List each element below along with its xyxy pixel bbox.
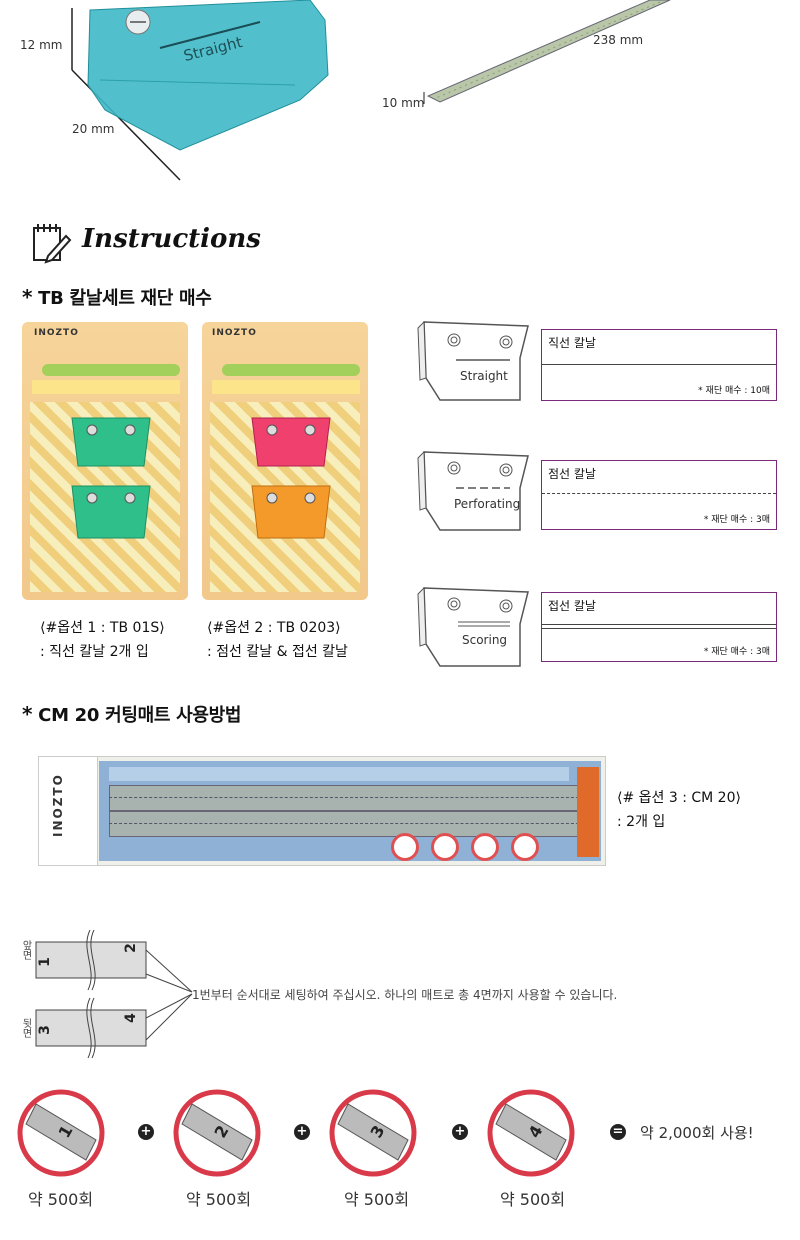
package-tb01s: INOZTO xyxy=(22,322,188,600)
blade-cut-count: * 재단 매수 : 3매 xyxy=(703,647,770,657)
asterisk-icon: * xyxy=(22,285,33,309)
cutting-mat-package: INOZTO xyxy=(38,756,606,866)
ruler-length: 238 mm xyxy=(593,33,644,47)
blade-cassette-illustration xyxy=(71,0,329,181)
mat-sides-diagram xyxy=(35,929,193,1059)
package2-caption: ⟨#옵션 2 : TB 0203⟩ : 점선 칼날 & 접선 칼날 xyxy=(207,616,348,664)
blade-label: Straight xyxy=(460,369,508,383)
package1-option: ⟨#옵션 1 : TB 01S⟩ xyxy=(40,620,165,636)
package-tb0203: INOZTO xyxy=(202,322,368,600)
blade-box-title: 직선 칼날 xyxy=(548,336,596,350)
mat-front-label: 앞면 xyxy=(20,940,31,960)
package-brand: INOZTO xyxy=(34,328,79,338)
package-brand: INOZTO xyxy=(212,328,257,338)
usage-circle-1 xyxy=(17,1089,105,1177)
package1-contents: : 직선 칼날 2개 입 xyxy=(40,644,149,660)
package2-contents: : 점선 칼날 & 접선 칼날 xyxy=(207,644,348,660)
blade-box-title: 점선 칼날 xyxy=(548,467,596,481)
plus-icon: + xyxy=(452,1124,468,1140)
blade-scoring-box: 접선 칼날 * 재단 매수 : 3매 xyxy=(541,592,777,662)
section1-heading: *TB 칼날세트 재단 매수 xyxy=(22,284,212,310)
blade-label: Perforating xyxy=(454,497,520,511)
blade-cut-count: * 재단 매수 : 3매 xyxy=(703,515,770,525)
mat-back-label: 뒷면 xyxy=(20,1018,31,1038)
plus-icon: + xyxy=(294,1124,310,1140)
section2-title: CM 20 커팅매트 사용방법 xyxy=(38,705,242,726)
mat-number: 4 xyxy=(122,1013,139,1023)
usage-caption: 약 500회 xyxy=(186,1190,252,1209)
usage-caption: 약 500회 xyxy=(500,1190,566,1209)
mat-contents: : 2개 입 xyxy=(617,814,666,830)
mat-number: 3 xyxy=(36,1025,53,1035)
mat-package-brand: INOZTO xyxy=(51,773,65,837)
usage-circle-4 xyxy=(487,1089,575,1177)
asterisk-icon: * xyxy=(22,702,33,726)
plus-icon: + xyxy=(138,1124,154,1140)
usage-caption: 약 500회 xyxy=(344,1190,410,1209)
mat-usage-note: 1번부터 순서대로 세팅하여 주십시오. 하나의 매트로 총 4면까지 사용할 … xyxy=(192,988,618,1002)
mat-number: 1 xyxy=(36,957,53,967)
blade-perforating-diagram: Perforating xyxy=(417,450,529,531)
height-dimension: 12 mm xyxy=(20,38,63,52)
usage-circle-2 xyxy=(173,1089,261,1177)
section1-title: TB 칼날세트 재단 매수 xyxy=(38,288,212,309)
total-usage: 약 2,000회 사용! xyxy=(640,1124,754,1142)
blade-box-title: 접선 칼날 xyxy=(548,599,596,613)
blade-cut-count: * 재단 매수 : 10매 xyxy=(698,386,770,396)
blade-label: Scoring xyxy=(462,633,507,647)
depth-dimension: 20 mm xyxy=(72,122,115,136)
blade-perforating-box: 점선 칼날 * 재단 매수 : 3매 xyxy=(541,460,777,530)
package1-caption: ⟨#옵션 1 : TB 01S⟩ : 직선 칼날 2개 입 xyxy=(40,616,165,664)
mat-option: ⟨# 옵션 3 : CM 20⟩ xyxy=(617,790,741,806)
usage-caption: 약 500회 xyxy=(28,1190,94,1209)
ruler-illustration xyxy=(423,0,671,104)
blade-straight-box: 직선 칼날 * 재단 매수 : 10매 xyxy=(541,329,777,401)
mat-number: 2 xyxy=(122,943,139,953)
mat-caption: ⟨# 옵션 3 : CM 20⟩ : 2개 입 xyxy=(617,786,741,834)
notepad-pen-icon xyxy=(33,224,72,264)
equals-icon: = xyxy=(610,1124,626,1140)
package2-option: ⟨#옵션 2 : TB 0203⟩ xyxy=(207,620,341,636)
ruler-width: 10 mm xyxy=(382,96,425,110)
blade-scoring-diagram: Scoring xyxy=(417,586,529,667)
usage-circle-3 xyxy=(329,1089,417,1177)
blade-straight-diagram: Straight xyxy=(417,320,529,401)
section2-heading: *CM 20 커팅매트 사용방법 xyxy=(22,701,241,727)
instructions-title: Instructions xyxy=(82,224,261,254)
